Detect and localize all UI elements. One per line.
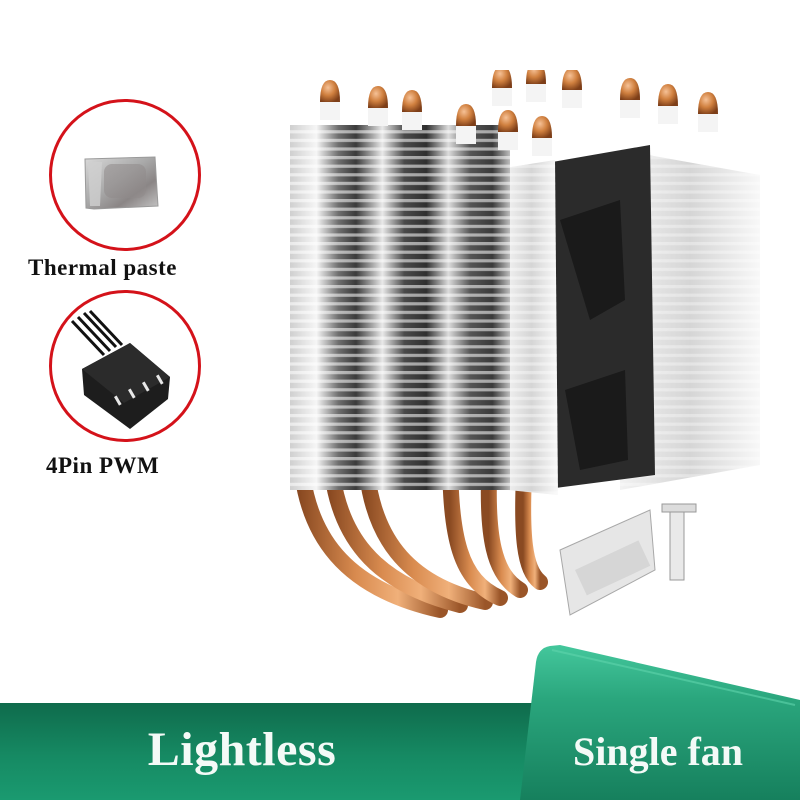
pwm-connector-label: 4Pin PWM	[46, 453, 160, 478]
thermal-paste-icon	[84, 156, 159, 210]
thermal-paste-label: Thermal paste	[28, 255, 177, 280]
cpu-cooler-image	[290, 62, 780, 650]
banner-main-label: Lightless	[147, 723, 337, 776]
banner-side-label: Single fan	[572, 729, 744, 774]
pwm-connector-circle	[49, 290, 201, 442]
cpu-cooler-icon	[290, 62, 760, 618]
thermal-paste-circle	[49, 99, 201, 251]
4pin-connector-icon	[70, 309, 170, 429]
